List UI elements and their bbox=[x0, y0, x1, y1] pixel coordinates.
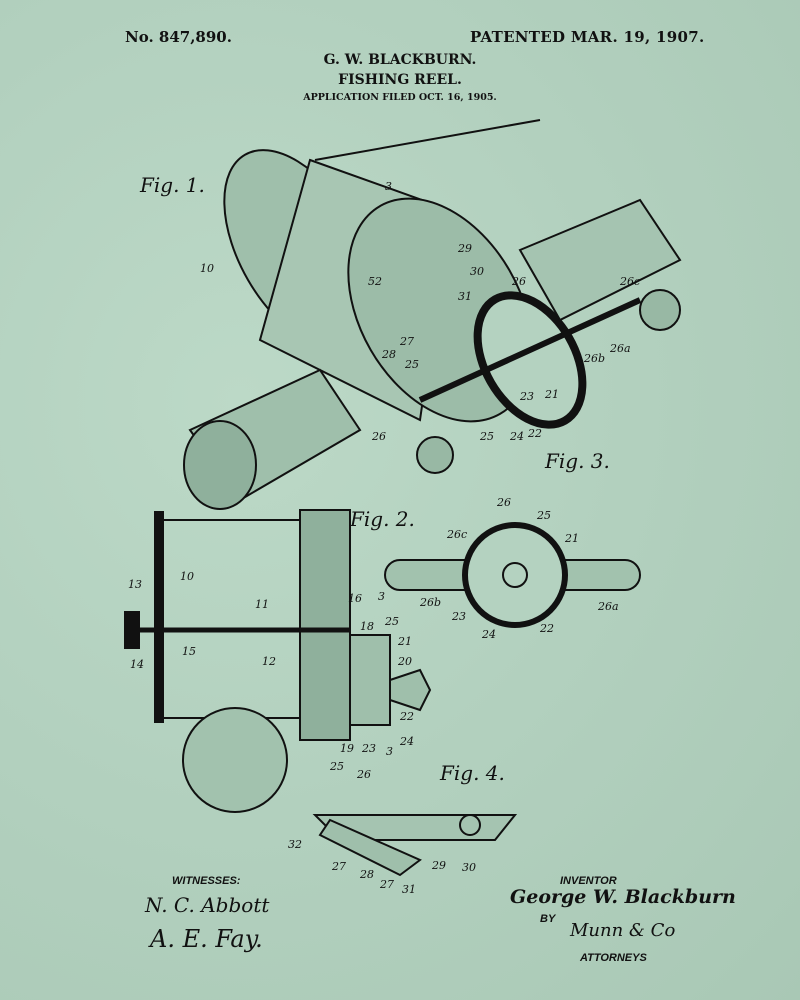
patent-title: FISHING REEL. bbox=[338, 72, 462, 88]
fig4-numeral: 28 bbox=[359, 868, 374, 881]
fig2-numeral: 25 bbox=[329, 760, 344, 773]
fig2-label: Fig. 2. bbox=[349, 507, 415, 531]
attorney-signature: Munn & Co bbox=[570, 920, 676, 941]
fig4-numeral: 29 bbox=[431, 859, 446, 872]
fig1-numeral: 30 bbox=[470, 265, 484, 278]
fig3-numeral: 26c bbox=[446, 528, 467, 541]
fig3-numeral: 22 bbox=[539, 622, 554, 635]
fig4-numeral: 27 bbox=[331, 860, 346, 873]
fig1-label: Fig. 1. bbox=[139, 173, 205, 197]
fig1-numeral: 10 bbox=[200, 262, 214, 275]
witness-signature-2: A. E. Fay. bbox=[150, 925, 263, 953]
fig3-numeral: 26 bbox=[496, 496, 511, 509]
fig3-numeral: 23 bbox=[451, 610, 466, 623]
witness-signature-1: N. C. Abbott bbox=[145, 893, 270, 917]
fig2-numeral: 3 bbox=[378, 590, 385, 603]
fig2-numeral: 15 bbox=[182, 645, 196, 658]
fig1-numeral: 21 bbox=[544, 388, 559, 401]
fig1-numeral: 27 bbox=[399, 335, 414, 348]
fig2-numeral: 12 bbox=[262, 655, 276, 668]
fig2-numeral: 21 bbox=[397, 635, 412, 648]
by-label: BY bbox=[540, 913, 556, 925]
fig4-numeral: 27 bbox=[379, 878, 394, 891]
inventor-signature: George W. Blackburn bbox=[510, 886, 736, 908]
fig2-numeral: 13 bbox=[128, 578, 142, 591]
fig1-numeral: 29 bbox=[457, 242, 472, 255]
fig2-numeral: 10 bbox=[180, 570, 194, 583]
fig3-numeral: 26a bbox=[597, 600, 619, 613]
fig1-numeral: 26b bbox=[583, 352, 605, 365]
fig1-numeral: 24 bbox=[509, 430, 524, 443]
fig4-numeral: 30 bbox=[462, 861, 476, 874]
fig2-numeral: 24 bbox=[399, 735, 414, 748]
fig1-numeral: 25 bbox=[404, 358, 419, 371]
fig2-numeral: 16 bbox=[348, 592, 362, 605]
witnesses-label: WITNESSES: bbox=[172, 875, 241, 887]
fig2-section-drawing: Fig. 2. bbox=[124, 507, 432, 813]
fig1-numeral: 31 bbox=[458, 290, 472, 303]
fig1-numeral: 25 bbox=[479, 430, 494, 443]
fig1-numeral: 52 bbox=[368, 275, 382, 288]
fig3-numeral: 25 bbox=[536, 509, 551, 522]
fig2-numeral: 3 bbox=[386, 745, 393, 758]
fig3-cross-section: Fig. 3. bbox=[384, 449, 641, 628]
inventor-name: G. W. BLACKBURN. bbox=[323, 52, 477, 68]
fig2-numeral: 25 bbox=[384, 615, 399, 628]
patent-date: PATENTED MAR. 19, 1907. bbox=[470, 28, 705, 46]
fig3-numeral: 21 bbox=[564, 532, 579, 545]
fig2-numeral: 14 bbox=[130, 658, 144, 671]
fig4-numeral: 31 bbox=[402, 883, 416, 896]
fig2-numeral: 18 bbox=[360, 620, 374, 633]
fig1-numeral: 26c bbox=[619, 275, 640, 288]
filing-date: APPLICATION FILED OCT. 16, 1905. bbox=[303, 92, 497, 103]
fig1-numeral: 26a bbox=[609, 342, 631, 355]
attorneys-label: ATTORNEYS bbox=[580, 952, 647, 964]
fig1-numeral: 28 bbox=[381, 348, 396, 361]
fig2-numeral: 19 bbox=[340, 742, 354, 755]
fig3-numeral: 26b bbox=[419, 596, 441, 609]
fig4-label: Fig. 4. bbox=[439, 761, 505, 785]
fig1-numeral: 22 bbox=[527, 427, 542, 440]
fig2-numeral: 26 bbox=[356, 768, 371, 781]
fig1-numeral: 3 bbox=[385, 180, 392, 193]
fig4-detail: Fig. 4. bbox=[312, 761, 518, 877]
fig2-numeral: 11 bbox=[255, 598, 269, 611]
inventor-label: INVENTOR bbox=[560, 875, 617, 887]
fig2-numeral: 23 bbox=[361, 742, 376, 755]
fig1-reel-drawing: Fig. 1. bbox=[139, 119, 682, 510]
fig2-numeral: 20 bbox=[397, 655, 412, 668]
fig2-numeral: 22 bbox=[399, 710, 414, 723]
fig1-numeral: 26 bbox=[371, 430, 386, 443]
patent-number: No. 847,890. bbox=[125, 28, 232, 46]
fig1-numeral: 26 bbox=[511, 275, 526, 288]
fig4-numeral: 32 bbox=[288, 838, 302, 851]
fig1-numeral: 23 bbox=[519, 390, 534, 403]
fig3-label: Fig. 3. bbox=[544, 449, 610, 473]
fig3-numeral: 24 bbox=[481, 628, 496, 641]
